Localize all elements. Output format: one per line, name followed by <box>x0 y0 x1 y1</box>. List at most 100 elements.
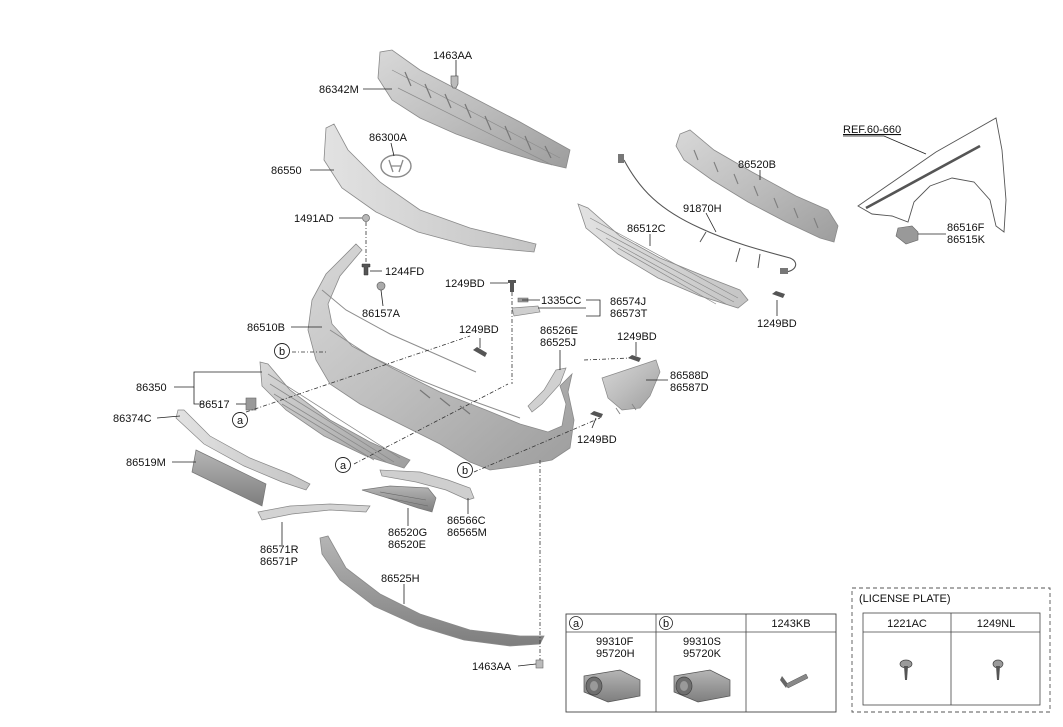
label-86516F: 86516F <box>947 222 985 234</box>
label-86157A: 86157A <box>362 308 401 320</box>
label-reference: REF.60-660 <box>843 124 901 136</box>
bracket-86574J-part <box>511 305 541 317</box>
license-bracket-86519M-part <box>191 449 267 507</box>
molding-86571R-part <box>257 503 371 521</box>
label-86517: 86517 <box>199 399 230 411</box>
molding-86566C-part <box>379 469 475 501</box>
side-trim-86526E-part <box>527 367 567 413</box>
svg-text:1243KB: 1243KB <box>771 618 810 630</box>
callout-a-lower: a <box>335 457 351 473</box>
label-86550: 86550 <box>271 165 302 177</box>
license-plate-cell-1249NL: 1249NL <box>977 618 1016 630</box>
label-86526E: 86526E <box>540 325 578 337</box>
svg-text:a: a <box>340 460 347 472</box>
bolt-1249BD-c-part <box>628 355 641 362</box>
svg-text:95720H: 95720H <box>596 648 635 660</box>
bolt-1249BD-a-part <box>508 280 516 292</box>
label-86520B: 86520B <box>738 159 776 171</box>
grille-upper-bracket-part <box>377 49 571 169</box>
svg-text:b: b <box>462 465 468 477</box>
label-86571P: 86571P <box>260 556 298 568</box>
label-86374C: 86374C <box>113 413 152 425</box>
clip-86157A-part <box>376 281 386 291</box>
assembly-lines <box>245 222 631 660</box>
screw-1243KB-icon <box>780 673 809 689</box>
label-86300A: 86300A <box>369 132 408 144</box>
callout-b-lower: b <box>457 462 473 478</box>
label-1463AA-top: 1463AA <box>433 50 473 62</box>
svg-text:95720K: 95720K <box>683 648 722 660</box>
clip-1463AA-bottom-part <box>535 659 544 669</box>
svg-text:99310S: 99310S <box>683 636 721 648</box>
label-1463AA-bottom: 1463AA <box>472 661 512 673</box>
svg-text:b: b <box>279 346 285 358</box>
label-1249BD-b: 1249BD <box>459 324 499 336</box>
label-86565M: 86565M <box>447 527 487 539</box>
bracket-86516F-part <box>895 225 919 245</box>
part-labels: 1463AA 86342M 86300A 86550 1491AD 1244FD… <box>113 50 986 673</box>
radiator-grille-86350-part <box>259 361 411 469</box>
callout-b-upper: b <box>274 343 290 359</box>
label-86342M: 86342M <box>319 84 359 96</box>
upper-cover-part <box>323 123 537 253</box>
label-86525H: 86525H <box>381 573 420 585</box>
bolt-1249BD-b-part <box>473 347 487 357</box>
fastener-1244FD-part <box>361 263 371 276</box>
svg-text:99310F: 99310F <box>596 636 634 648</box>
garnish-86374C-part <box>175 409 311 491</box>
parking-sensor-b-icon <box>673 669 731 703</box>
label-91870H: 91870H <box>683 203 722 215</box>
side-grille-86520G-part <box>361 485 437 513</box>
label-1249BD-d: 1249BD <box>577 434 617 446</box>
label-1244FD: 1244FD <box>385 266 424 278</box>
parking-sensor-a-icon <box>583 669 641 703</box>
legend-cell-b: b 99310S 95720K <box>659 616 731 703</box>
label-86350: 86350 <box>136 382 167 394</box>
license-plate-cell-1221AC: 1221AC <box>887 618 927 630</box>
label-86525J: 86525J <box>540 337 576 349</box>
bolt-1249BD-d-part <box>590 411 603 418</box>
label-86566C: 86566C <box>447 515 486 527</box>
wiring-91870H-part <box>618 154 797 274</box>
svg-text:b: b <box>663 618 669 630</box>
svg-text:a: a <box>237 415 244 427</box>
fastener-1491AD-part <box>362 214 370 222</box>
lower-spoiler-86525H-part <box>319 535 545 647</box>
label-86520G: 86520G <box>388 527 427 539</box>
label-86573T: 86573T <box>610 308 648 320</box>
label-86512C: 86512C <box>627 223 666 235</box>
label-86510B: 86510B <box>247 322 285 334</box>
leader-lines <box>156 60 946 667</box>
legend-table: a 99310F 95720H b 99310S 95720K 1243KB <box>565 613 837 713</box>
label-1249BD-a: 1249BD <box>445 278 485 290</box>
label-1335CC: 1335CC <box>541 295 581 307</box>
label-1249BD-c: 1249BD <box>617 331 657 343</box>
callout-a-left: a <box>232 412 248 428</box>
label-86515K: 86515K <box>947 234 986 246</box>
license-plate-title: (LICENSE PLATE) <box>859 593 951 605</box>
lower-grille-86512C-part <box>577 203 749 309</box>
screw-1249NL-icon <box>992 659 1004 680</box>
label-86571R: 86571R <box>260 544 299 556</box>
energy-absorber-86520B-part <box>675 129 839 243</box>
legend-cell-1243KB: 1243KB <box>771 618 811 689</box>
bolt-1249BD-e-part <box>772 291 785 298</box>
label-1249BD-e: 1249BD <box>757 318 797 330</box>
corner-cover-86588D-part <box>601 359 661 415</box>
sensor-bracket-86517-part <box>245 397 257 411</box>
label-86588D: 86588D <box>670 370 709 382</box>
label-86520E: 86520E <box>388 539 426 551</box>
label-86519M: 86519M <box>126 457 166 469</box>
license-plate-box: (LICENSE PLATE) 1221AC 1249NL <box>851 587 1051 713</box>
clip-1463AA-top-part <box>450 75 459 89</box>
emblem-part <box>380 154 412 178</box>
label-1491AD: 1491AD <box>294 213 334 225</box>
screw-1221AC-icon <box>899 659 913 680</box>
front-bumper-cover-part <box>307 243 575 471</box>
label-86574J: 86574J <box>610 296 646 308</box>
svg-text:a: a <box>573 618 580 630</box>
fender-part <box>857 117 1007 233</box>
legend-cell-a: a 99310F 95720H <box>569 616 641 703</box>
label-86587D: 86587D <box>670 382 709 394</box>
